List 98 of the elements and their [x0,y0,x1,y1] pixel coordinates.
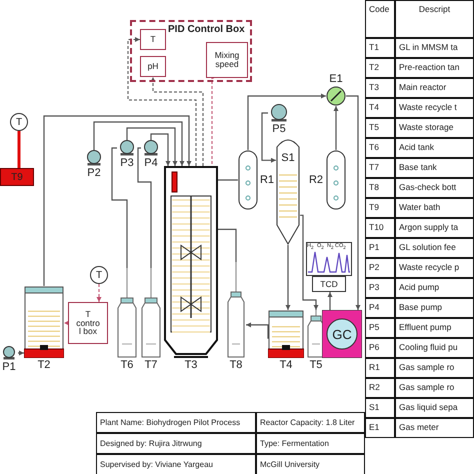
code-cell: R1 [365,358,395,378]
code-cell: P2 [365,258,395,278]
equipment-label: P1 [1,360,17,374]
equipment-label: S1 [280,151,296,165]
code-cell: T7 [365,158,395,178]
equipment-label: P3 [119,156,135,170]
description-cell: Gas sample ro [395,378,474,398]
code-cell: R2 [365,378,395,398]
description-cell: Waste recycle p [395,258,474,278]
code-cell: E1 [365,418,395,438]
pipe-line [93,121,184,166]
signal-line [150,76,204,166]
signal-line [96,284,102,302]
pipe-line [111,147,128,268]
code-cell: T9 [365,198,395,218]
signal-line [212,78,214,166]
description-cell: Waste storage [395,118,474,138]
description-cell: Cooling fluid pu [395,338,474,358]
description-cell: Acid tank [395,138,474,158]
temperature-gauge: T [90,266,108,284]
title-block-cell: Supervised by: Viviane Yargeau [96,454,256,474]
pipe-line [261,112,276,163]
description-cell: Main reactor [395,78,474,98]
control-box: T contro l box [68,302,108,344]
water-bath: T9 [0,168,34,186]
pipe-line [218,228,237,262]
description-cell: Gas liquid sepa [395,398,474,418]
title-block-cell: Plant Name: Biohydrogen Pilot Process [96,412,256,433]
code-cell: P5 [365,318,395,338]
signal-line [128,37,196,166]
equipment-label: T5 [308,358,324,372]
description-cell: Descript [395,0,474,38]
equipment-label: GC [331,326,353,342]
description-cell: Gas-check bott [395,178,474,198]
pipe-line [247,94,326,150]
code-cell: T10 [365,218,395,238]
detector-box: TCD [312,276,346,292]
equipment-label: T3 [184,358,198,372]
title-block-cell: Designed by: Rujira Jitrwung [96,433,256,454]
code-cell: P1 [365,238,395,258]
temperature-gauge: T [10,113,28,131]
control-box: pH [140,56,166,77]
pipe-line [18,350,24,356]
code-cell: T4 [365,98,395,118]
code-cell: P3 [365,278,395,298]
pipe-line [346,95,360,310]
pipe-line [43,115,192,286]
title-block-cell: McGill University [256,454,365,474]
equipment-label: T8 [228,358,244,372]
pipe-line [300,214,318,310]
pipe-line [328,292,332,310]
equipment-label: T6 [120,358,134,372]
code-cell: T2 [365,58,395,78]
equipment-label: T7 [144,358,158,372]
description-cell: Water bath [395,198,474,218]
code-cell: T1 [365,38,395,58]
code-cell: Code [365,0,395,38]
description-cell: Pre-reaction tan [395,58,474,78]
pipe-line [334,106,338,150]
pipe-line [286,245,290,310]
equipment-label: T2 [36,358,52,372]
code-cell: P4 [365,298,395,318]
equipment-label: T4 [278,358,294,372]
description-cell: Base pump [395,298,474,318]
description-cell: Acid pump [395,278,474,298]
control-box: T [140,29,166,50]
equipment-label: R2 [308,173,324,187]
equipment-label: E1 [328,72,344,86]
pipe-line [218,179,238,181]
description-cell: Argon supply ta [395,218,474,238]
description-cell: Gas meter [395,418,474,438]
pipe-line [246,322,269,339]
code-cell: T8 [365,178,395,198]
code-cell: P6 [365,338,395,358]
description-cell: Gas sample ro [395,358,474,378]
panel-title: PID Control Box [168,24,246,35]
equipment-label: P4 [143,156,159,170]
description-cell: Effluent pump [395,318,474,338]
equipment-label: P2 [86,166,102,180]
description-cell: Base tank [395,158,474,178]
code-cell: T6 [365,138,395,158]
title-block-cell: Type: Fermentation [256,433,365,454]
control-box: Mixing speed [206,42,248,78]
signal-line [64,320,69,326]
equipment-label: R1 [258,173,276,187]
pipe-line [137,147,152,268]
description-cell: Waste recycle t [395,98,474,118]
equipment-label: P5 [271,122,287,136]
code-cell: S1 [365,398,395,418]
pipe-line [150,133,170,166]
description-cell: GL solution fee [395,238,474,258]
title-block-cell: Reactor Capacity: 1.8 Liter [256,412,365,433]
control-panel [130,20,252,82]
pipe-line [18,131,20,168]
pipe-line [126,127,178,166]
code-cell: T3 [365,78,395,98]
code-cell: T5 [365,118,395,138]
description-cell: GL in MMSM ta [395,38,474,58]
